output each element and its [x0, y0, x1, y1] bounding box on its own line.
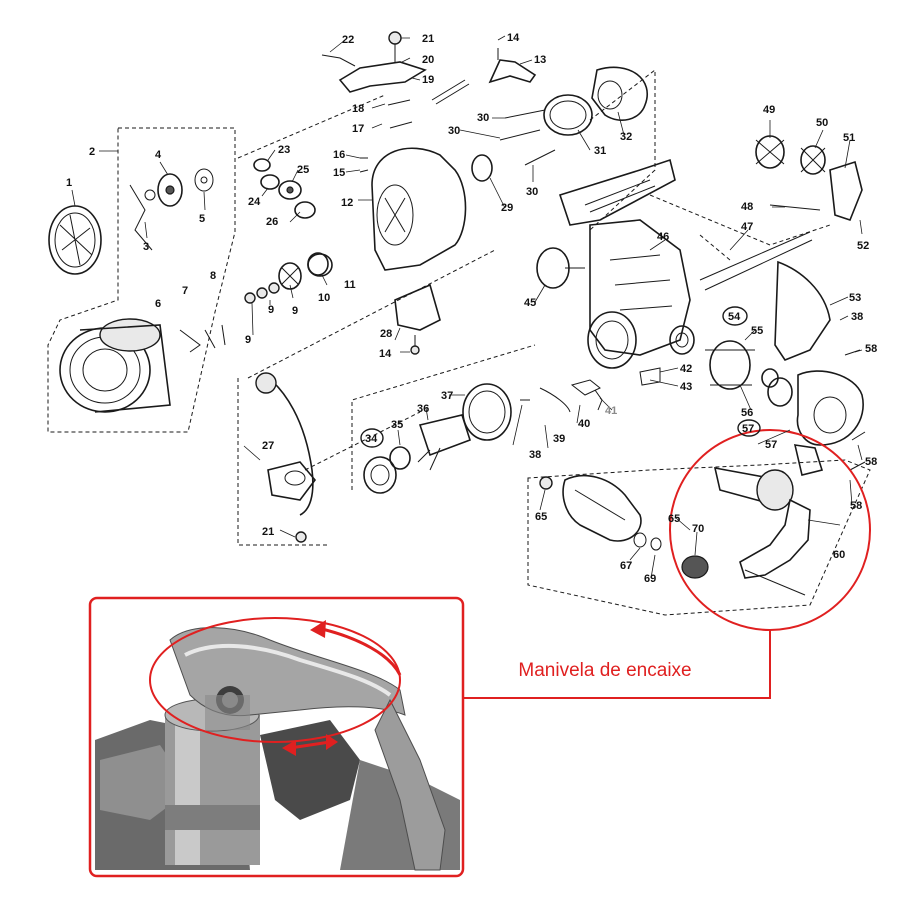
part-number-57: 57: [742, 423, 754, 435]
part-number-10: 10: [318, 292, 330, 304]
spool-group-icon: [48, 168, 329, 413]
part-number-65b: 65: [668, 513, 680, 525]
part-number-29: 29: [501, 202, 513, 214]
part-number-3: 3: [143, 241, 149, 253]
part-number-40: 40: [578, 418, 590, 430]
part-number-23: 23: [278, 144, 290, 156]
part-number-6: 6: [155, 298, 161, 310]
part-number-21b: 21: [262, 526, 274, 538]
part-number-15: 15: [333, 167, 345, 179]
part-number-labels: 1 2 3 4 5 6 7 8 9 9 9 10 11 12 13 14 14 …: [66, 32, 877, 585]
part-number-41: 41: [605, 405, 617, 417]
part-number-67: 67: [620, 560, 632, 572]
callout-connector: [463, 630, 771, 699]
part-number-47: 47: [741, 221, 753, 233]
part-number-58: 58: [865, 343, 877, 355]
leader-lines: [71, 35, 863, 579]
part-number-22: 22: [342, 34, 354, 46]
part-number-1: 1: [66, 177, 72, 189]
part-number-32: 32: [620, 131, 632, 143]
part-number-17: 17: [352, 123, 364, 135]
part-number-25: 25: [297, 164, 309, 176]
part-number-12: 12: [341, 197, 353, 209]
part-number-55: 55: [751, 325, 763, 337]
part-number-19: 19: [422, 74, 434, 86]
part-number-60: 60: [833, 549, 845, 561]
spool-assembly-box: [47, 127, 236, 433]
part-number-27: 27: [262, 440, 274, 452]
part-number-34: 34: [365, 433, 378, 445]
badge-54: [722, 306, 748, 326]
part-number-9c: 9: [292, 305, 298, 317]
handle-group-icon: [539, 466, 811, 596]
part-number-52: 52: [857, 240, 869, 252]
part-number-48: 48: [741, 201, 753, 213]
handle-leader-box: [589, 68, 831, 261]
part-number-30c: 30: [526, 186, 538, 198]
part-number-31: 31: [594, 145, 606, 157]
part-number-9b: 9: [268, 304, 274, 316]
part-number-38: 38: [529, 449, 541, 461]
part-number-9: 9: [245, 334, 251, 346]
part-number-53: 53: [849, 292, 861, 304]
part-number-5: 5: [199, 213, 205, 225]
part-number-43: 43: [680, 381, 692, 393]
part-number-36: 36: [417, 403, 429, 415]
badge-34: [360, 428, 384, 448]
part-number-37: 37: [441, 390, 453, 402]
part-number-38b: 38: [851, 311, 863, 323]
gear-assembly-box: [527, 459, 871, 616]
part-number-69: 69: [644, 573, 656, 585]
part-number-14b: 14: [379, 348, 392, 360]
part-number-4: 4: [155, 149, 162, 161]
part-number-46: 46: [657, 231, 669, 243]
part-number-50: 50: [816, 117, 828, 129]
part-number-24: 24: [248, 196, 261, 208]
part-number-30: 30: [477, 112, 489, 124]
part-number-58b: 58: [865, 456, 877, 468]
part-number-49: 49: [763, 104, 775, 116]
part-number-51: 51: [843, 132, 855, 144]
part-number-7: 7: [182, 285, 188, 297]
part-number-42: 42: [680, 363, 692, 375]
part-number-20: 20: [422, 54, 434, 66]
part-number-11: 11: [344, 279, 356, 291]
part-number-8: 8: [210, 270, 216, 282]
handle-knob-icon: [681, 555, 709, 579]
part-number-45: 45: [524, 297, 536, 309]
part-number-54: 54: [728, 311, 741, 323]
handle-closeup-photo: [92, 600, 461, 874]
part-number-28: 28: [380, 328, 392, 340]
part-number-57b: 57: [765, 439, 777, 451]
callout-label: Manivela de encaixe: [518, 660, 692, 681]
rotor-group-icon: [253, 31, 648, 543]
part-number-14: 14: [507, 32, 520, 44]
reel-body-group-icon: [536, 135, 866, 476]
part-number-16: 16: [333, 149, 345, 161]
part-number-13: 13: [534, 54, 546, 66]
part-number-18: 18: [352, 103, 364, 115]
drive-group-icon: [363, 367, 661, 494]
part-number-39: 39: [553, 433, 565, 445]
part-number-56: 56: [741, 407, 753, 419]
part-number-65: 65: [535, 511, 547, 523]
body-assembly-line: [237, 94, 536, 546]
part-number-35: 35: [391, 419, 403, 431]
part-number-30b: 30: [448, 125, 460, 137]
part-number-2: 2: [89, 146, 95, 158]
part-number-70: 70: [692, 523, 704, 535]
badge-57: [737, 419, 761, 437]
part-number-58c: 58: [850, 500, 862, 512]
part-number-26: 26: [266, 216, 278, 228]
part-number-21: 21: [422, 33, 434, 45]
